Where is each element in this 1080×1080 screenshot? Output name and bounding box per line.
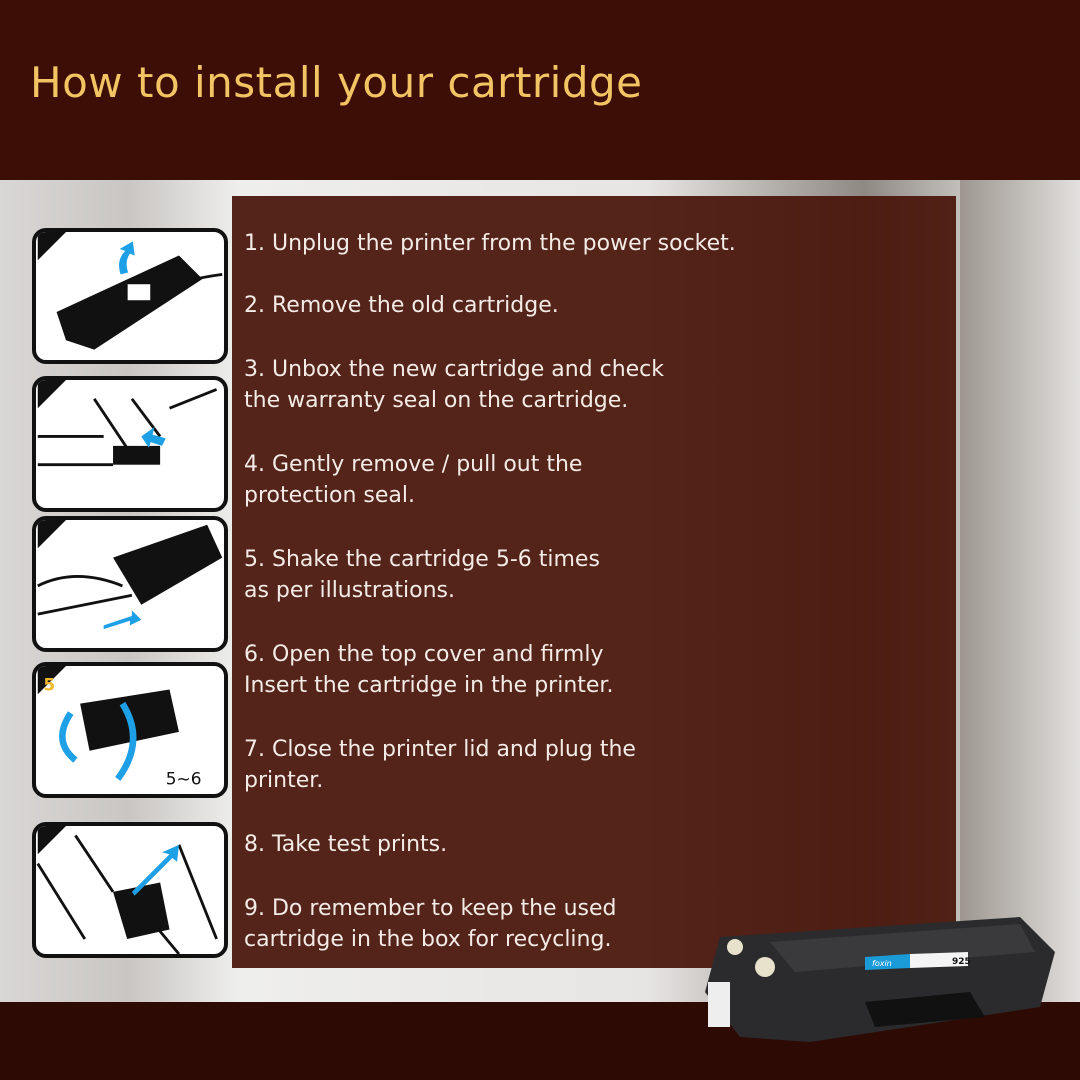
header-banner: How to install your cartridge — [0, 0, 1080, 180]
step-8: 8. Take test prints. — [244, 832, 448, 857]
step-number-label: 5 — [43, 674, 55, 694]
illustration-open-printer — [32, 376, 228, 512]
instructions-panel: 1. Unplug the printer from the power soc… — [232, 196, 956, 968]
step-5: 5. Shake the cartridge 5-6 times as per … — [244, 547, 600, 603]
step-7: 7. Close the printer lid and plug the pr… — [244, 737, 636, 793]
toner-cartridge-image: foxin 925 — [700, 912, 1065, 1062]
step-3: 3. Unbox the new cartridge and check the… — [244, 357, 665, 413]
step-4: 4. Gently remove / pull out the protecti… — [244, 452, 583, 508]
step-6: 6. Open the top cover and firmly Insert … — [244, 642, 614, 698]
arrow-icon — [119, 241, 135, 275]
model-label: 925 — [952, 957, 971, 967]
step-2: 2. Remove the old cartridge. — [244, 293, 559, 318]
illustration-pull-tab — [32, 516, 228, 652]
brand-label: foxin — [872, 959, 892, 968]
arrow-icon — [103, 610, 142, 630]
step-1: 1. Unplug the printer from the power soc… — [244, 231, 736, 256]
shake-count-label: 5~6 — [166, 769, 202, 789]
illustration-remove-seal — [32, 228, 228, 364]
illustration-insert — [32, 822, 228, 958]
page-title: How to install your cartridge — [30, 58, 643, 107]
illustration-shake: 5 5~6 — [32, 662, 228, 798]
arrow-icon — [131, 844, 179, 896]
arrow-icon — [141, 427, 166, 448]
step-9: 9. Do remember to keep the used cartridg… — [244, 896, 617, 952]
